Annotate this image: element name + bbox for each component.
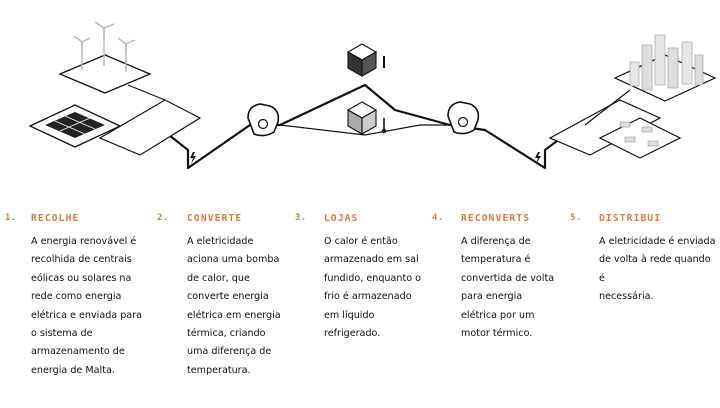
power-line-thin bbox=[279, 124, 450, 136]
heat-engine-icon bbox=[447, 101, 480, 135]
hot-storage-icon bbox=[346, 101, 387, 135]
step-number: 2. bbox=[157, 213, 169, 223]
wind-link bbox=[127, 84, 166, 101]
power-bolt-icon bbox=[535, 152, 541, 164]
step-title: RECONVERTS bbox=[461, 213, 531, 224]
distribution-link bbox=[584, 89, 631, 126]
distribution-platform bbox=[548, 99, 662, 156]
step-description: A energia renovável é recolhida de centr… bbox=[31, 236, 143, 376]
wind-turbine-icon bbox=[58, 21, 152, 94]
power-line bbox=[149, 83, 586, 170]
step-title: LOJAS bbox=[324, 213, 359, 224]
city-buildings-icon bbox=[613, 34, 717, 102]
collection-platform bbox=[98, 99, 202, 156]
step-number: 1. bbox=[5, 213, 17, 223]
step-description: O calor é então armazenado em sal fundid… bbox=[324, 236, 422, 340]
low-buildings-icon bbox=[598, 117, 682, 159]
step-title: RECOLHE bbox=[31, 213, 80, 224]
energy-storage-diagram bbox=[28, 21, 717, 170]
power-bolt-icon bbox=[190, 152, 196, 164]
step-description: A eletricidade é enviada de volta à rede… bbox=[599, 236, 716, 303]
cold-storage-icon bbox=[346, 43, 385, 77]
step-description: A eletricidade aciona uma bomba de calor… bbox=[187, 236, 281, 376]
heat-pump-icon bbox=[247, 103, 280, 137]
step-number: 4. bbox=[432, 213, 444, 223]
step-number: 3. bbox=[295, 213, 307, 223]
step-number: 5. bbox=[570, 213, 582, 223]
step-description: A diferença de temperatura é convertida … bbox=[461, 236, 555, 340]
step-title: CONVERTE bbox=[187, 213, 243, 224]
step-title: DISTRIBUI bbox=[599, 213, 662, 224]
